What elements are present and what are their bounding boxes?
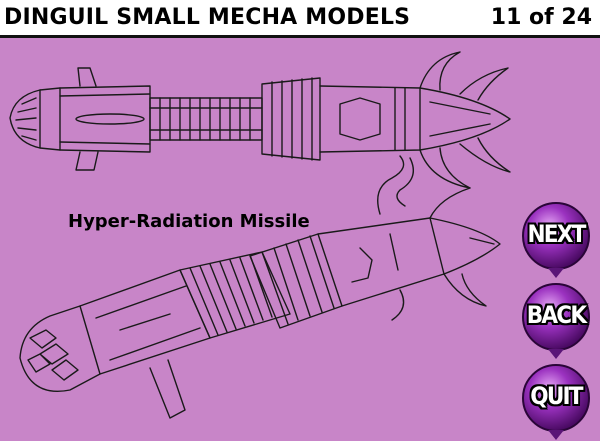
back-button[interactable]: BACK <box>516 279 596 359</box>
header-bar: DINGUIL SMALL MECHA MODELS 11 of 24 <box>0 0 600 36</box>
next-button-label: NEXT <box>527 220 586 248</box>
page-title: DINGUIL SMALL MECHA MODELS <box>4 5 411 30</box>
next-button-badge-icon <box>522 202 590 278</box>
quit-button-label: QUIT <box>530 382 583 410</box>
page-indicator: 11 of 24 <box>490 5 592 30</box>
header-divider <box>0 35 600 38</box>
quit-button[interactable]: QUIT <box>516 360 596 440</box>
missile-illustration <box>9 51 511 419</box>
next-button[interactable]: NEXT <box>516 198 596 278</box>
back-button-label: BACK <box>526 301 587 329</box>
back-button-badge-icon <box>522 283 590 359</box>
quit-button-badge-icon <box>522 364 590 440</box>
missile-caption: Hyper-Radiation Missile <box>68 211 310 232</box>
